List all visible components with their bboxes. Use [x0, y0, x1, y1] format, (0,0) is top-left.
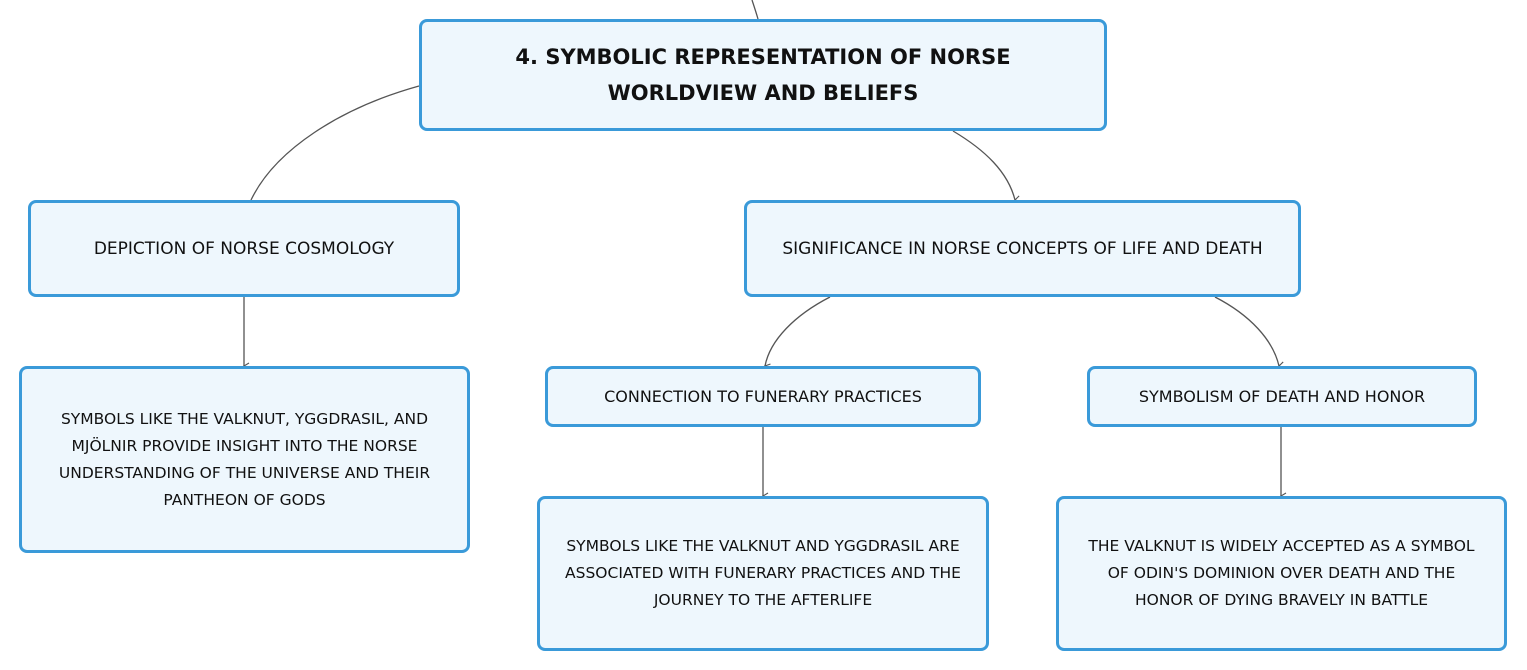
topic-node-life-and-death[interactable]: SIGNIFICANCE IN NORSE CONCEPTS OF LIFE A… [744, 200, 1301, 297]
subtopic-label-funerary-symbols: SYMBOLS LIKE THE VALKNUT AND YGGDRASIL A… [565, 537, 961, 609]
subtopic-label-cosmology-symbols: SYMBOLS LIKE THE VALKNUT, YGGDRASIL, AND… [58, 409, 431, 509]
connector-significance-to-funerary [763, 296, 831, 371]
root-topic-node[interactable]: 4. SYMBOLIC REPRESENTATION OF NORSE WORL… [419, 19, 1107, 131]
topic-label-norse-cosmology: DEPICTION OF NORSE COSMOLOGY [93, 238, 395, 259]
connector-root-to-significance [952, 130, 1021, 203]
subtopic-label-valknut-death-honor: THE VALKNUT IS WIDELY ACCEPTED AS A SYMB… [1088, 537, 1475, 609]
topic-node-norse-cosmology[interactable]: DEPICTION OF NORSE COSMOLOGY [28, 200, 460, 297]
subtopic-node-funerary-practices[interactable]: CONNECTION TO FUNERARY PRACTICES [545, 366, 981, 427]
subtopic-node-funerary-symbols[interactable]: SYMBOLS LIKE THE VALKNUT AND YGGDRASIL A… [537, 496, 989, 651]
topic-label-life-and-death: SIGNIFICANCE IN NORSE CONCEPTS OF LIFE A… [782, 238, 1263, 259]
connector-incoming-root [751, 0, 759, 20]
root-topic-title: 4. SYMBOLIC REPRESENTATION OF NORSE WORL… [515, 45, 1011, 105]
connector-significance-to-death-honor [1214, 296, 1285, 369]
connector-root-to-cosmology [250, 85, 420, 201]
subtopic-node-cosmology-symbols[interactable]: SYMBOLS LIKE THE VALKNUT, YGGDRASIL, AND… [19, 366, 470, 553]
subtopic-node-death-and-honor[interactable]: SYMBOLISM OF DEATH AND HONOR [1087, 366, 1477, 427]
subtopic-label-funerary-practices: CONNECTION TO FUNERARY PRACTICES [604, 386, 922, 406]
subtopic-label-death-and-honor: SYMBOLISM OF DEATH AND HONOR [1138, 386, 1426, 406]
subtopic-node-valknut-death-honor[interactable]: THE VALKNUT IS WIDELY ACCEPTED AS A SYMB… [1056, 496, 1507, 651]
